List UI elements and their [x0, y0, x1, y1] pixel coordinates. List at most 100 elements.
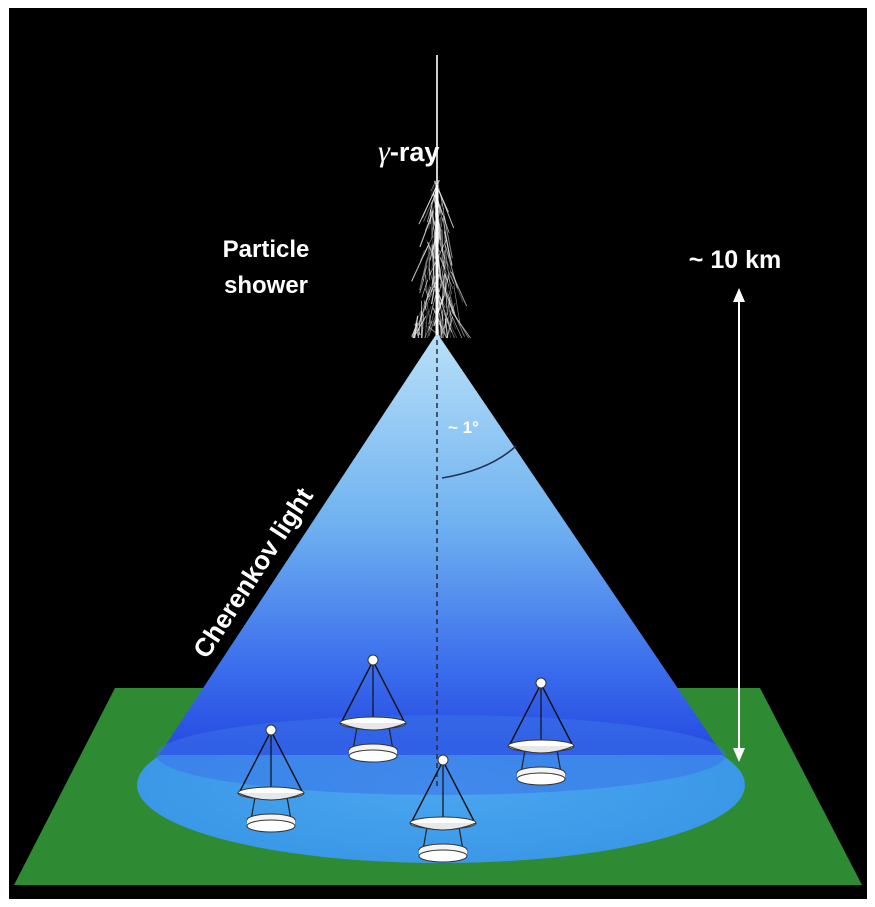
- ray-text: -ray: [390, 137, 440, 167]
- shower-particle-track: [427, 326, 443, 339]
- shower-particle-track: [447, 293, 457, 319]
- shower-particle-track: [440, 280, 449, 304]
- shower-particle-track: [421, 314, 424, 339]
- gamma-symbol: γ: [378, 135, 391, 168]
- shower-particle-track: [428, 310, 435, 331]
- shower-particle-track: [419, 249, 425, 262]
- telescope-strut: [442, 760, 476, 824]
- shower-particle-track: [411, 245, 429, 282]
- shower-particle-track: [444, 249, 452, 295]
- telescope-dish-underside: [339, 722, 407, 731]
- shower-particle-track: [430, 288, 435, 305]
- shower-particle-track: [423, 235, 434, 257]
- shower-particle-track: [424, 285, 430, 310]
- shower-particle-track: [447, 280, 450, 289]
- shower-particle-track: [415, 322, 421, 336]
- shower-particle-track: [450, 275, 455, 285]
- shower-particle-track: [446, 317, 458, 339]
- shower-particle-track: [422, 257, 429, 281]
- telescope-strut: [340, 660, 374, 724]
- shower-particle-track: [445, 270, 452, 286]
- shower-particle-track: [436, 245, 456, 287]
- shower-particle-track: [446, 316, 454, 339]
- telescope-strut: [270, 730, 304, 794]
- cherenkov-light-cone: [159, 333, 723, 755]
- shower-particle-track: [412, 329, 416, 339]
- shower-particle-track: [446, 261, 464, 303]
- shower-particle-track: [426, 198, 435, 223]
- shower-particle-track: [448, 290, 456, 314]
- shower-particle-track: [451, 271, 468, 307]
- shower-particle-track: [443, 272, 450, 287]
- shower-particle-track: [443, 215, 453, 259]
- shower-particle-track: [439, 257, 446, 270]
- telescope-dish-underside: [507, 745, 575, 754]
- telescope-strut: [410, 760, 444, 824]
- telescope-strut: [238, 730, 272, 794]
- shower-particle-track: [424, 287, 430, 300]
- shower-particle-track: [421, 265, 428, 281]
- shower-particle-track: [448, 300, 451, 311]
- shower-particle-track: [444, 273, 448, 316]
- gamma-ray-label: γ-ray: [378, 135, 439, 168]
- shower-particle-track: [440, 196, 444, 210]
- shower-particle-track: [428, 291, 437, 325]
- telescope: [507, 677, 575, 786]
- particle-shower: [411, 179, 471, 339]
- shower-particle-track: [428, 301, 442, 337]
- shower-particle-track: [439, 223, 441, 235]
- distance-arrow: [733, 288, 745, 762]
- shower-particle-track: [433, 233, 437, 249]
- telescope-camera: [437, 754, 449, 766]
- telescope-dish-underside: [237, 792, 305, 801]
- opening-angle-arc: [441, 445, 517, 479]
- telescope-dish-underside: [409, 822, 477, 831]
- telescope: [409, 754, 477, 863]
- shower-particle-track: [444, 273, 449, 283]
- shower-particle-track: [418, 184, 438, 225]
- shower-particle-track: [423, 200, 434, 222]
- shower-particle-track: [438, 283, 442, 292]
- shower-particle-track: [419, 210, 434, 248]
- shower-particle-track: [431, 261, 435, 293]
- shower-particle-track: [443, 301, 457, 330]
- particle-shower-label-line1: Particle: [223, 236, 310, 263]
- distance-label: ~ 10 km: [689, 246, 781, 274]
- telescope: [237, 724, 305, 833]
- shower-particle-track: [453, 285, 461, 326]
- shower-particle-track: [449, 302, 465, 337]
- shower-particle-track: [425, 251, 431, 262]
- shower-particle-track: [413, 288, 432, 326]
- telescope-base-bottom: [418, 849, 468, 863]
- telescope: [339, 654, 407, 763]
- shower-particle-track: [438, 254, 454, 290]
- telescope-base-bottom: [348, 749, 398, 763]
- telescope-strut: [540, 683, 574, 747]
- shower-particle-track: [431, 227, 434, 239]
- shower-particle-track: [420, 326, 424, 336]
- angle-label: ~ 1°: [448, 418, 479, 437]
- shower-particle-track: [444, 312, 448, 329]
- particle-shower-label-line2: shower: [224, 272, 308, 299]
- shower-particle-track: [427, 305, 433, 339]
- shower-particle-track: [426, 302, 432, 325]
- shower-particle-track: [439, 311, 444, 334]
- shower-particle-track: [439, 261, 447, 286]
- shower-particle-track: [421, 279, 429, 298]
- shower-particle-track: [445, 287, 458, 320]
- telescope-camera: [535, 677, 547, 689]
- shower-particle-track: [424, 274, 429, 301]
- shower-particle-track: [430, 185, 435, 196]
- shower-particle-track: [448, 309, 463, 339]
- shower-particle-track: [424, 269, 427, 280]
- shower-particle-track: [442, 309, 444, 339]
- telescope-base-bottom: [516, 772, 566, 786]
- shower-particle-track: [438, 302, 456, 339]
- shower-particle-track: [442, 217, 451, 259]
- telescope-array: [237, 654, 575, 863]
- shower-particle-track: [427, 306, 432, 318]
- shower-particle-track: [427, 241, 435, 258]
- telescope-strut: [508, 683, 542, 747]
